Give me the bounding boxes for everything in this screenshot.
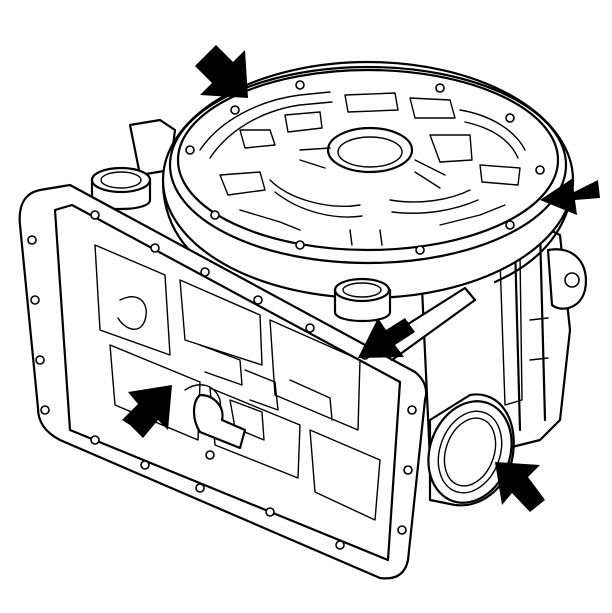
arrow-right <box>540 178 600 215</box>
output-bore <box>427 393 515 507</box>
arrow-top-left <box>195 45 248 98</box>
plug-center <box>333 277 392 322</box>
arrow-lower-left <box>122 385 172 438</box>
plug-left <box>90 166 152 211</box>
valve-body-plate <box>161 60 575 300</box>
arrow-lower-right <box>495 462 545 512</box>
side-cover-flange <box>18 183 428 580</box>
arrow-center <box>358 318 415 358</box>
indicator-arrows <box>122 45 600 512</box>
